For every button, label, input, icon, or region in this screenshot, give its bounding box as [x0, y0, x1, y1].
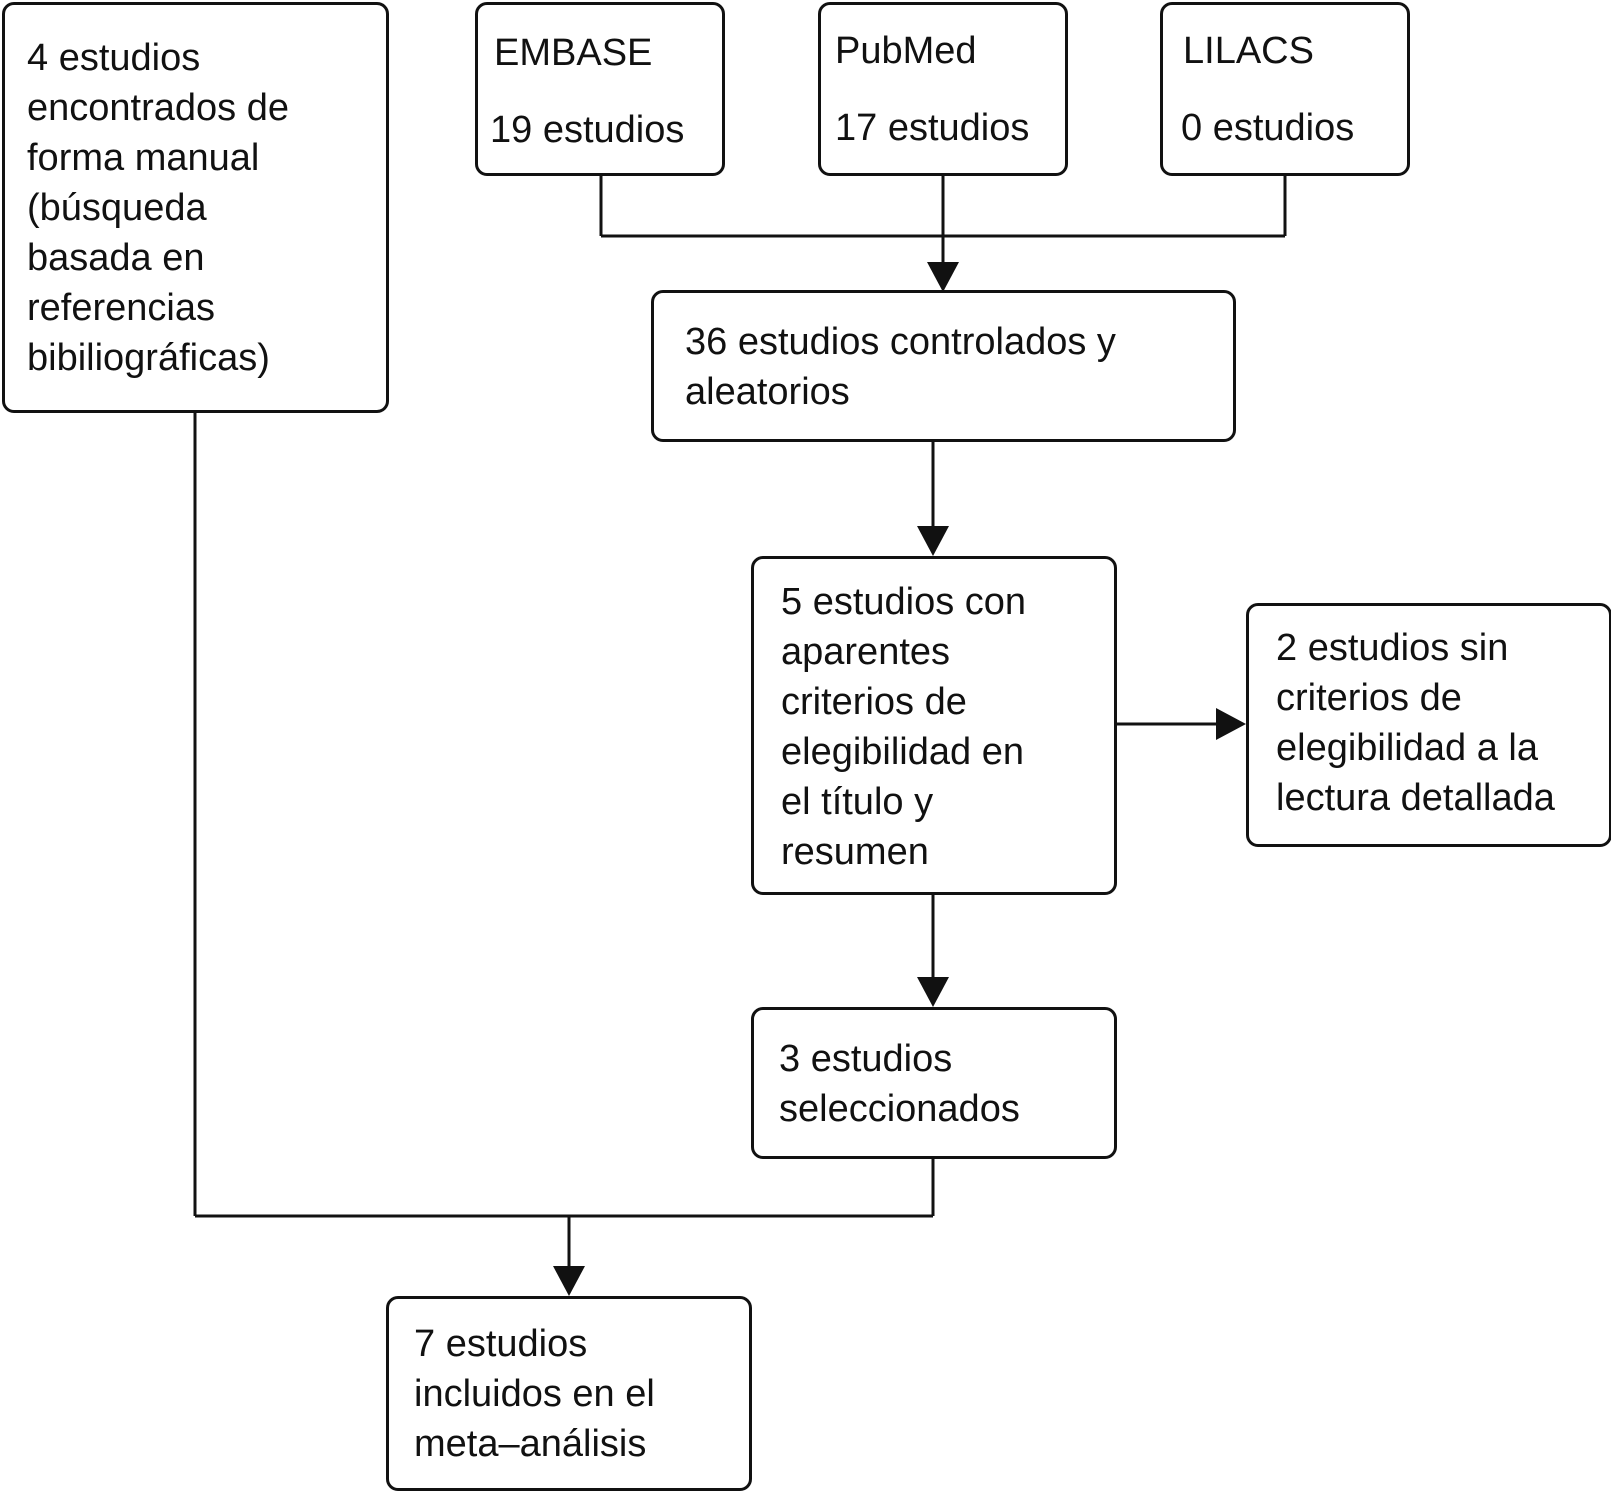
arrowhead-to-included	[553, 1266, 585, 1296]
arrowhead-to-controlled	[927, 262, 959, 292]
controlled-studies-box: 36 estudios controlados y aleatorios	[651, 290, 1236, 442]
apparent-eligibility-text: 5 estudios con aparentes criterios de el…	[781, 581, 1027, 873]
embase-box: EMBASE 19 estudios	[475, 2, 725, 176]
included-studies-text: 7 estudios incluidos en el meta–análisis	[414, 1323, 655, 1465]
lilacs-name: LILACS	[1183, 30, 1314, 72]
manual-search-box: 4 estudios encontrados de forma manual (…	[2, 2, 389, 413]
excluded-studies-text: 2 estudios sin criterios de elegibilidad…	[1276, 627, 1555, 819]
arrowhead-to-excluded	[1216, 708, 1246, 740]
apparent-eligibility-box: 5 estudios con aparentes criterios de el…	[751, 556, 1117, 895]
arrowhead-to-apparent	[917, 526, 949, 556]
controlled-studies-text: 36 estudios controlados y aleatorios	[685, 321, 1116, 413]
excluded-studies-box: 2 estudios sin criterios de elegibilidad…	[1246, 603, 1611, 847]
included-studies-box: 7 estudios incluidos en el meta–análisis	[386, 1296, 752, 1491]
selected-studies-text: 3 estudios seleccionados	[779, 1038, 1020, 1130]
embase-name: EMBASE	[494, 32, 653, 74]
pubmed-name: PubMed	[835, 30, 977, 72]
selected-studies-box: 3 estudios seleccionados	[751, 1007, 1117, 1159]
pubmed-box: PubMed 17 estudios	[818, 2, 1068, 176]
arrowhead-to-selected	[917, 977, 949, 1007]
lilacs-count: 0 estudios	[1181, 107, 1355, 149]
lilacs-box: LILACS 0 estudios	[1160, 2, 1410, 176]
pubmed-count: 17 estudios	[835, 107, 1030, 149]
manual-search-text: 4 estudios encontrados de forma manual (…	[27, 37, 289, 379]
embase-count: 19 estudios	[490, 109, 685, 151]
